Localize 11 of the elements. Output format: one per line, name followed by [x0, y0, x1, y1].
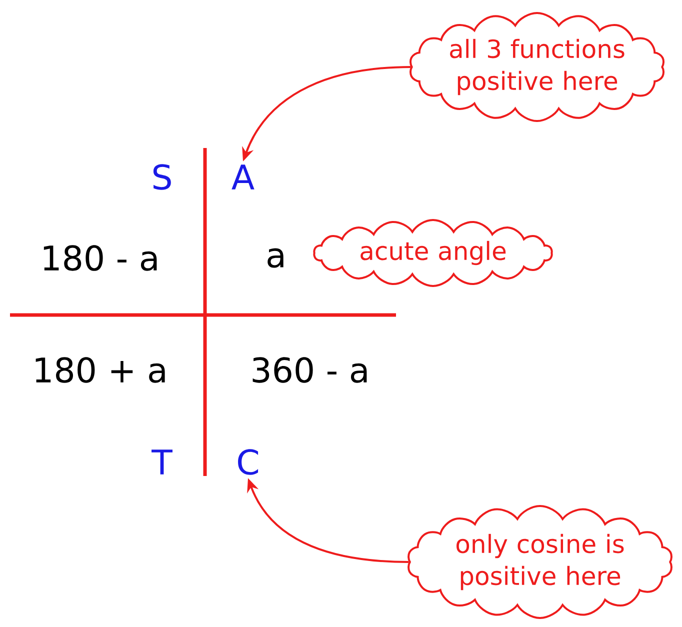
- cloud-callout: all 3 functions positive here: [410, 12, 664, 122]
- angle-label: 180 - a: [44, 245, 157, 271]
- angle-label: 360 - a: [252, 357, 367, 383]
- angle-label: a: [268, 248, 284, 268]
- cloud-callout: only cosine is positive here: [408, 505, 672, 619]
- angle-label: 180 + a: [36, 357, 165, 383]
- quadrant-letter: C: [238, 449, 258, 475]
- quadrant-letter: T: [152, 450, 172, 474]
- cloud-callout: acute angle: [313, 219, 553, 287]
- quadrant-letter: S: [153, 164, 171, 190]
- quadrant-letter: A: [232, 164, 254, 190]
